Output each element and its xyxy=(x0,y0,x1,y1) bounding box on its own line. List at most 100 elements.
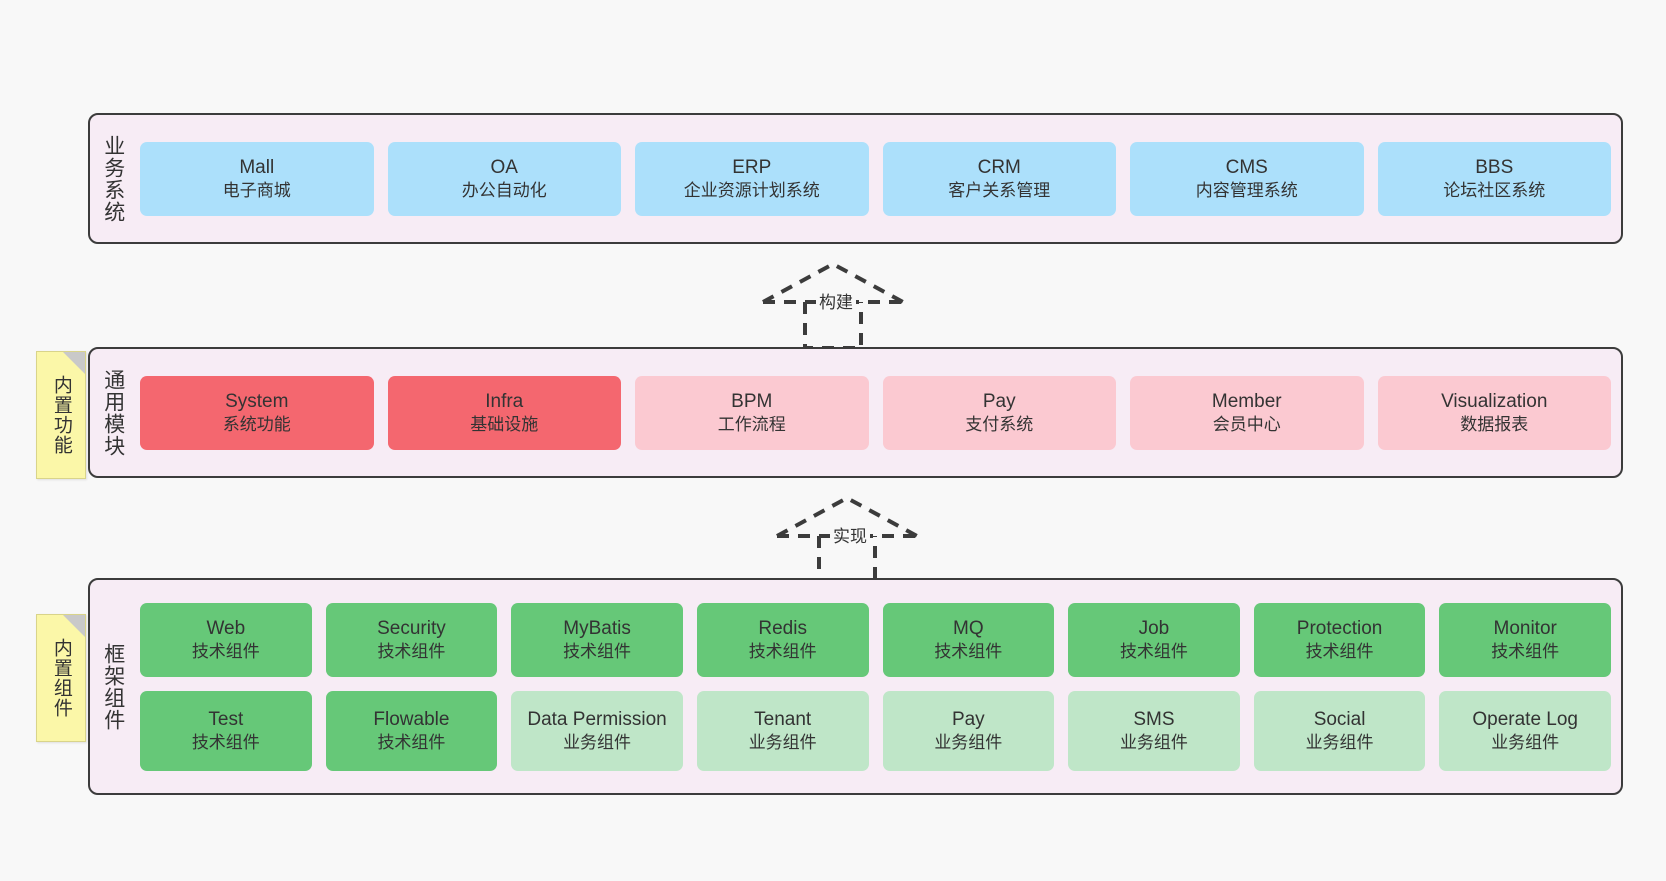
card-title: Member xyxy=(1211,391,1282,413)
card-title: ERP xyxy=(732,157,772,179)
card-title: BBS xyxy=(1475,157,1514,179)
card-title: CRM xyxy=(977,157,1021,179)
card-title: Pay xyxy=(951,709,985,731)
card-title: Mall xyxy=(239,157,275,179)
card-subtitle: 企业资源计划系统 xyxy=(683,180,820,200)
card-data-permission[interactable]: Data Permission 业务组件 xyxy=(511,690,683,771)
note-fold-icon xyxy=(63,615,85,637)
card-title: Visualization xyxy=(1441,391,1548,413)
card-system[interactable]: System 系统功能 xyxy=(140,375,374,450)
layer-title-framework-component: 框架组件 xyxy=(101,642,125,731)
card-cms[interactable]: CMS 内容管理系统 xyxy=(1130,141,1364,216)
card-subtitle: 办公自动化 xyxy=(461,180,547,200)
card-crm[interactable]: CRM 客户关系管理 xyxy=(882,141,1116,216)
card-mall[interactable]: Mall 电子商城 xyxy=(140,141,374,216)
card-member[interactable]: Member 会员中心 xyxy=(1130,375,1364,450)
card-bpm[interactable]: BPM 工作流程 xyxy=(635,375,869,450)
card-subtitle: 客户关系管理 xyxy=(948,180,1051,200)
card-pay-module[interactable]: Pay 支付系统 xyxy=(882,375,1116,450)
card-pay-component[interactable]: Pay 业务组件 xyxy=(882,690,1055,771)
card-title: Redis xyxy=(758,618,807,640)
card-subtitle: 业务组件 xyxy=(748,732,817,752)
sticky-note-label: 内置组件 xyxy=(50,638,72,718)
card-infra[interactable]: Infra 基础设施 xyxy=(387,375,621,450)
card-title: SMS xyxy=(1133,709,1175,731)
card-operate-log[interactable]: Operate Log 业务组件 xyxy=(1439,690,1611,771)
card-title: System xyxy=(225,391,289,413)
card-subtitle: 技术组件 xyxy=(934,641,1003,661)
card-title: CMS xyxy=(1225,157,1268,179)
card-subtitle: 电子商城 xyxy=(222,180,291,200)
card-subtitle: 内容管理系统 xyxy=(1195,180,1298,200)
card-subtitle: 技术组件 xyxy=(1119,641,1188,661)
layer-title-common-module: 通用模块 xyxy=(101,368,125,457)
card-title: Flowable xyxy=(373,709,450,731)
card-subtitle: 技术组件 xyxy=(377,641,446,661)
card-mq[interactable]: MQ 技术组件 xyxy=(882,602,1055,677)
layer-body-common-module: System 系统功能 Infra 基础设施 BPM 工作流程 Pay 支付系统 xyxy=(136,349,1621,476)
card-subtitle: 技术组件 xyxy=(748,641,817,661)
card-erp[interactable]: ERP 企业资源计划系统 xyxy=(635,141,869,216)
card-security[interactable]: Security 技术组件 xyxy=(325,602,498,677)
card-row: Web 技术组件 Security 技术组件 MyBatis 技术组件 Redi… xyxy=(140,602,1611,677)
card-subtitle: 支付系统 xyxy=(965,414,1034,434)
card-row: System 系统功能 Infra 基础设施 BPM 工作流程 Pay 支付系统 xyxy=(140,375,1611,450)
generalization-arrowhead-implement xyxy=(776,495,918,538)
sticky-note-builtin-component: 内置组件 xyxy=(36,614,86,742)
note-fold-icon xyxy=(63,352,85,374)
sticky-note-builtin-function: 内置功能 xyxy=(36,351,86,479)
layer-framework-component: 框架组件 Web 技术组件 Security 技术组件 MyBatis 技术组件 xyxy=(88,578,1623,795)
card-subtitle: 技术组件 xyxy=(191,641,260,661)
card-tenant[interactable]: Tenant 业务组件 xyxy=(696,690,869,771)
card-title: MyBatis xyxy=(563,618,631,640)
card-job[interactable]: Job 技术组件 xyxy=(1068,602,1240,677)
card-title: Operate Log xyxy=(1472,709,1578,731)
card-mybatis[interactable]: MyBatis 技术组件 xyxy=(511,602,683,677)
card-subtitle: 数据报表 xyxy=(1460,414,1529,434)
sticky-note-label: 内置功能 xyxy=(50,375,72,455)
card-title: Security xyxy=(377,618,446,640)
card-title: Tenant xyxy=(754,709,812,731)
card-social[interactable]: Social 业务组件 xyxy=(1253,690,1426,771)
connector-build: 构建 xyxy=(758,258,908,350)
card-monitor[interactable]: Monitor 技术组件 xyxy=(1439,602,1611,677)
card-subtitle: 业务组件 xyxy=(934,732,1003,752)
layer-common-module: 通用模块 System 系统功能 Infra 基础设施 BPM 工作流程 xyxy=(88,347,1623,478)
connector-implement: 实现 xyxy=(772,492,922,584)
card-title: BPM xyxy=(731,391,773,413)
layer-business-system: 业务系统 Mall 电子商城 OA 办公自动化 ERP 企业资源计划系统 xyxy=(88,113,1623,244)
card-redis[interactable]: Redis 技术组件 xyxy=(696,602,869,677)
card-row: Test 技术组件 Flowable 技术组件 Data Permission … xyxy=(140,690,1611,771)
card-subtitle: 论坛社区系统 xyxy=(1443,180,1546,200)
connector-label-build: 构建 xyxy=(816,288,856,313)
card-bbs[interactable]: BBS 论坛社区系统 xyxy=(1377,141,1611,216)
card-web[interactable]: Web 技术组件 xyxy=(140,602,312,677)
card-oa[interactable]: OA 办公自动化 xyxy=(387,141,621,216)
card-test[interactable]: Test 技术组件 xyxy=(140,690,312,771)
card-protection[interactable]: Protection 技术组件 xyxy=(1253,602,1426,677)
card-title: Job xyxy=(1138,618,1170,640)
connector-label-implement: 实现 xyxy=(830,522,870,547)
card-subtitle: 技术组件 xyxy=(563,641,632,661)
layer-body-business-system: Mall 电子商城 OA 办公自动化 ERP 企业资源计划系统 CRM 客户关系… xyxy=(136,115,1621,242)
card-subtitle: 技术组件 xyxy=(377,732,446,752)
card-visualization[interactable]: Visualization 数据报表 xyxy=(1377,375,1611,450)
card-subtitle: 业务组件 xyxy=(563,732,632,752)
card-sms[interactable]: SMS 业务组件 xyxy=(1068,690,1240,771)
card-flowable[interactable]: Flowable 技术组件 xyxy=(325,690,498,771)
layer-body-framework-component: Web 技术组件 Security 技术组件 MyBatis 技术组件 Redi… xyxy=(136,580,1621,793)
card-title: Infra xyxy=(485,391,524,413)
card-title: Protection xyxy=(1296,618,1383,640)
generalization-arrowhead-build xyxy=(762,261,904,304)
card-subtitle: 业务组件 xyxy=(1491,732,1560,752)
card-subtitle: 业务组件 xyxy=(1119,732,1188,752)
card-title: Social xyxy=(1313,709,1366,731)
card-subtitle: 技术组件 xyxy=(191,732,260,752)
card-title: Pay xyxy=(982,391,1016,413)
card-title: Monitor xyxy=(1493,618,1557,640)
card-subtitle: 业务组件 xyxy=(1305,732,1374,752)
card-subtitle: 技术组件 xyxy=(1305,641,1374,661)
card-subtitle: 工作流程 xyxy=(717,414,786,434)
card-title: Data Permission xyxy=(527,709,667,731)
